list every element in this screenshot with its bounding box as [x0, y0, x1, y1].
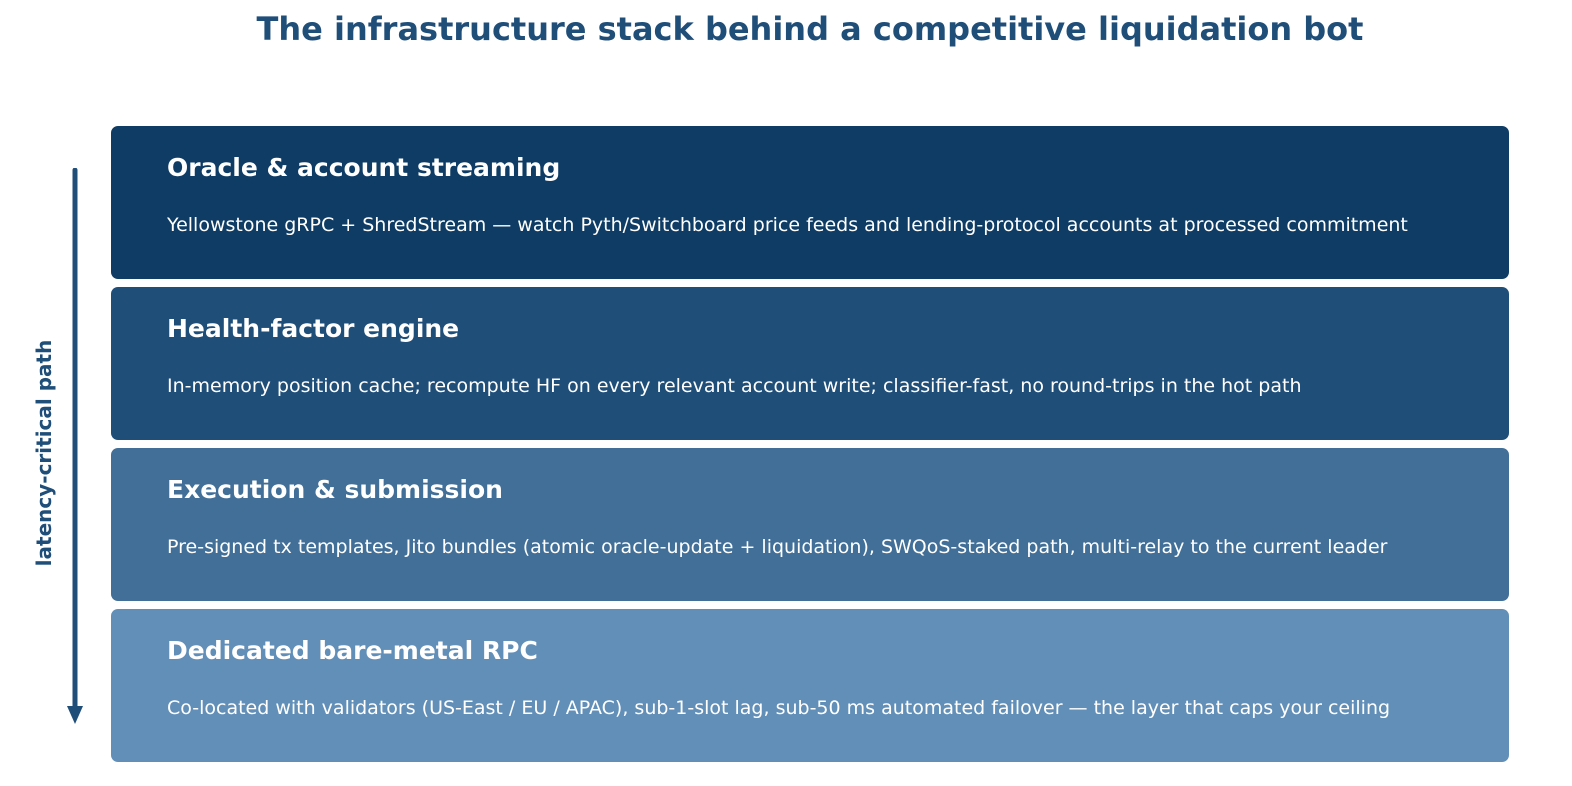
layer-description: Co-located with validators (US-East / EU… — [167, 697, 1391, 719]
layer-title: Oracle & account streaming — [167, 153, 561, 182]
layer-execution-submission: Execution & submission Pre-signed tx tem… — [111, 448, 1509, 601]
layer-bare-metal-rpc: Dedicated bare-metal RPC Co-located with… — [111, 609, 1509, 762]
latency-arrow-icon — [60, 168, 90, 728]
stack-layers: Oracle & account streaming Yellowstone g… — [111, 126, 1509, 770]
layer-oracle-streaming: Oracle & account streaming Yellowstone g… — [111, 126, 1509, 279]
layer-description: Yellowstone gRPC + ShredStream — watch P… — [167, 214, 1408, 236]
layer-title: Execution & submission — [167, 475, 503, 504]
layer-description: Pre-signed tx templates, Jito bundles (a… — [167, 536, 1388, 558]
layer-health-factor-engine: Health-factor engine In-memory position … — [111, 287, 1509, 440]
page-title: The infrastructure stack behind a compet… — [256, 10, 1364, 48]
layer-title: Dedicated bare-metal RPC — [167, 636, 538, 665]
latency-critical-path-label: latency-critical path — [32, 339, 56, 567]
layer-title: Health-factor engine — [167, 314, 460, 343]
layer-description: In-memory position cache; recompute HF o… — [167, 375, 1302, 397]
